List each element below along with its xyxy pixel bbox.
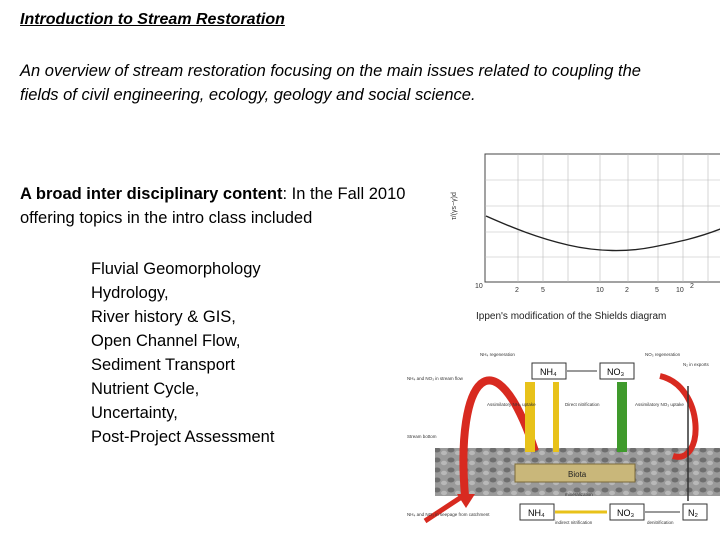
assim-nh4-label: Assimilatory NH₄ uptake [487,402,536,407]
svg-text:τ/(γs−γ)d: τ/(γs−γ)d [451,192,458,220]
yellow-uptake-arrow [525,382,535,452]
tick-label: 5 [541,287,545,294]
topic-item: Nutrient Cycle, [91,380,200,398]
n2-box [682,503,708,521]
overview-text: An overview of stream restoration focusi… [20,62,641,104]
biota-label: Biota [568,470,587,479]
tick-label: 10 [676,287,684,294]
tick-label: 10 [475,283,483,290]
red-cycle-arrow-left [459,376,539,497]
seepage-label: NH₄ and NO₃ in seepage from catchment [407,512,490,517]
n2-label: N₂ [688,508,698,518]
no3-bottom-label: NO₃ [617,508,635,518]
topic-item: Fluvial Geomorphology [91,260,261,278]
no3-label: NO₃ [607,367,625,377]
no3-box-top [599,362,635,380]
nh4-box-top [531,362,567,380]
in-exports-label: N₂ in exports [683,362,710,367]
direct-nitr-label: Direct nitrification [565,402,600,407]
tick-label: 2 [515,287,519,294]
no3-box-bottom [609,503,645,521]
no3-regeneration-label: NO₃ regeneration [645,352,681,357]
biota-box [514,463,636,483]
indirect-nitr-label: indirect nitrification [555,520,593,525]
red-cycle-arrow-right [659,373,699,460]
topic-item: Sediment Transport [91,356,235,374]
green-uptake-arrow [617,382,627,452]
topic-item: Open Channel Flow, [91,332,241,350]
broad-content-label: A broad inter disciplinary content [20,185,283,203]
nh4-label: NH₄ [540,367,557,377]
shields-caption: Ippen's modification of the Shields diag… [476,311,666,322]
shields-plot-frame [484,153,720,283]
shields-y-axis-label: τ/(γs−γ)d [451,192,458,220]
shields-grid [485,154,720,282]
topic-list: Fluvial Geomorphology Hydrology, River h… [91,257,274,449]
nh4-regeneration-label: NH₄ regeneration [480,352,515,357]
shields-curve [485,215,720,252]
topic-item: Uncertainty, [91,404,178,422]
topic-item: Post-Project Assessment [91,428,275,446]
seepage-arrow [423,493,465,524]
stream-bottom-label: Stream bottom [407,434,437,439]
topic-item: Hydrology, [91,284,169,302]
shields-diagram-figure: τ/(γs−γ)d 10 2 5 10 2 5 10 2 Ippen's mod… [438,128,720,330]
assim-no3-label: Assimilatory NO₃ uptake [635,402,684,407]
shields-tick-labels: 10 2 5 10 2 5 10 2 [475,283,694,294]
denitrification-label: denitrification [647,520,674,525]
stream-flow-label: NH₄ and NO₃ in stream flow [407,376,464,381]
mineralization-label: mineralization [565,492,593,497]
tick-label: 5 [655,287,659,294]
topic-item: River history & GIS, [91,308,236,326]
broad-content-text: A broad inter disciplinary content: In t… [20,182,450,230]
tick-label: 2 [625,287,629,294]
yellow-direct-arrow [553,382,559,452]
tick-label: 2 [690,283,694,290]
slide-title: Introduction to Stream Restoration [20,11,285,28]
broad-content-body: : In the Fall 2010 offering topics in th… [20,185,406,227]
nh4-box-bottom [519,503,555,521]
nutrient-cycle-figure: Biota NH₄ NO₃ NH₄ NO₃ N₂ NH₄ regeneratio… [407,352,720,525]
nh4-bottom-label: NH₄ [528,508,545,518]
tick-label: 10 [596,287,604,294]
